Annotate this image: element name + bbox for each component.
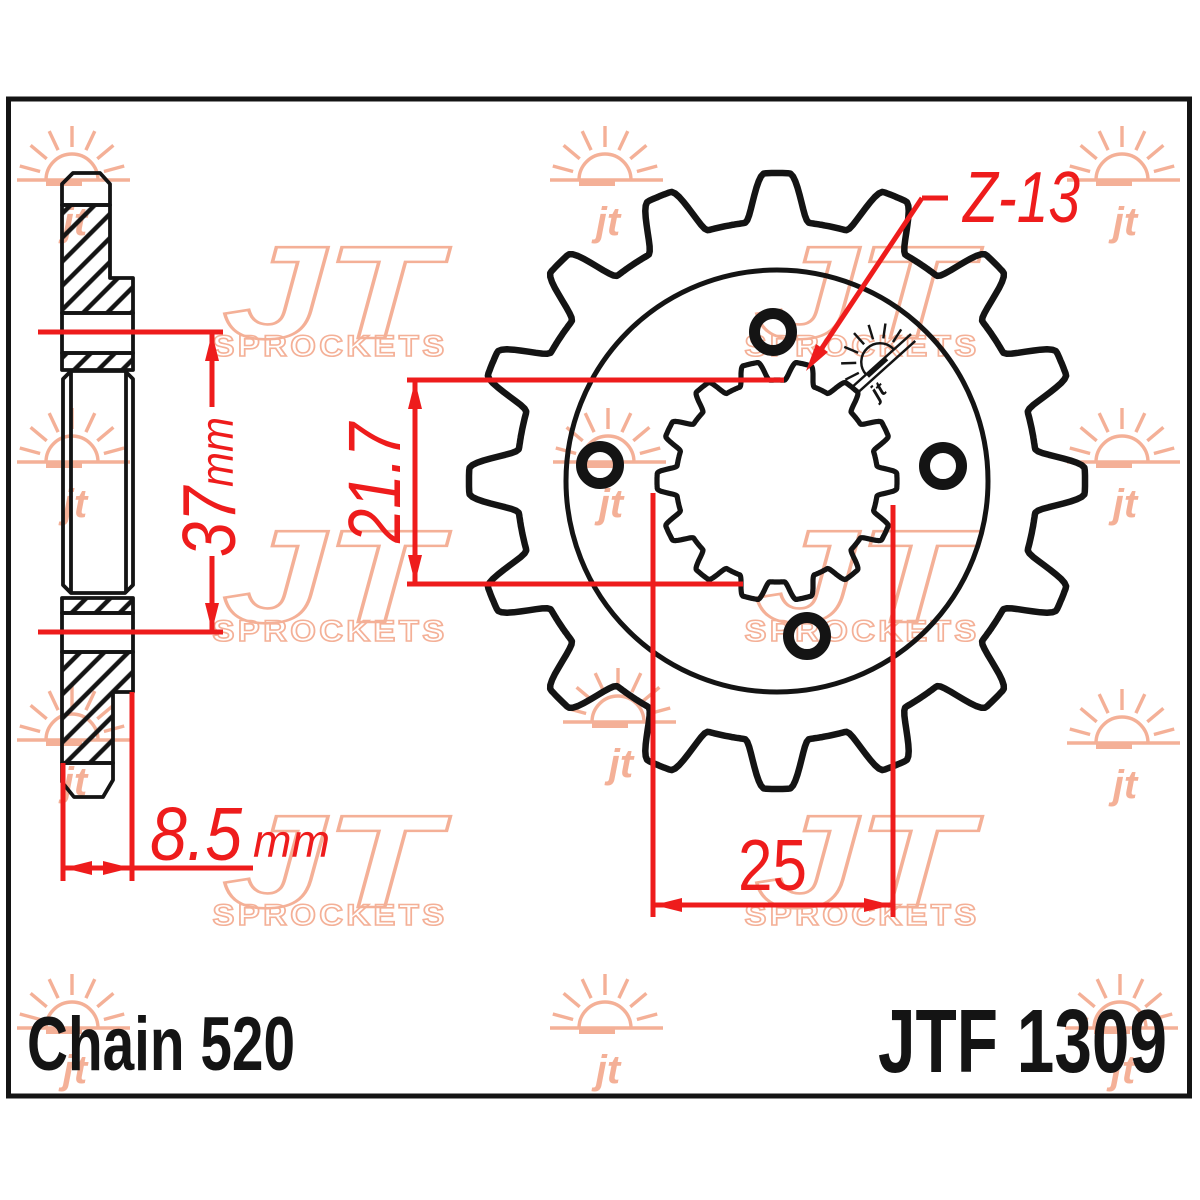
bolt-hole-right bbox=[919, 442, 967, 490]
arrow-right-icon bbox=[103, 861, 131, 875]
watermark-brand-sub: SPROCKETS bbox=[213, 615, 448, 648]
arrow-down-icon bbox=[205, 603, 219, 631]
dim-spline-major-value: 25 bbox=[738, 826, 807, 906]
chain-size-label: Chain 520 bbox=[27, 1002, 295, 1087]
bolt-hole-top bbox=[749, 308, 797, 356]
dim-width-unit: mm bbox=[253, 815, 330, 867]
section-rim-top bbox=[60, 203, 135, 315]
sprocket-teeth-outline bbox=[465, 169, 1089, 793]
watermark-brand-sub: SPROCKETS bbox=[213, 330, 448, 363]
section-hub bbox=[61, 369, 135, 595]
sun-watermark: jt bbox=[548, 124, 665, 244]
sun-watermark: jt bbox=[1065, 687, 1182, 807]
spline-bore-outline bbox=[654, 360, 900, 602]
sprocket-front-view: jt bbox=[465, 169, 1089, 793]
sun-watermark: jt bbox=[551, 406, 668, 526]
dim-height-value: 37 bbox=[167, 484, 251, 557]
cross-section-view bbox=[60, 171, 135, 799]
arrow-left-icon bbox=[654, 898, 682, 912]
sun-watermark-jt: jt bbox=[1108, 763, 1139, 807]
sun-watermark: jt bbox=[1065, 124, 1182, 244]
section-band-top bbox=[60, 351, 135, 372]
arrow-right-icon bbox=[864, 898, 892, 912]
arrow-up-icon bbox=[408, 381, 422, 409]
sun-watermark: jt bbox=[15, 406, 132, 526]
sun-watermark-jt: jt bbox=[58, 1048, 89, 1092]
dimension-height-37mm: 37 mm bbox=[38, 329, 251, 635]
stamped-logo-jt: jt bbox=[862, 376, 891, 406]
part-number-label: JTF 1309 bbox=[878, 992, 1167, 1092]
sun-watermark-jt: jt bbox=[591, 1048, 622, 1092]
sun-watermark: jt bbox=[1063, 972, 1180, 1092]
dim-spline-minor-value: 21.7 bbox=[333, 421, 416, 544]
section-rim-bottom bbox=[60, 650, 135, 765]
watermark-brand-sub: SPROCKETS bbox=[745, 615, 980, 648]
sun-watermark-jt: jt bbox=[1106, 1048, 1137, 1092]
sun-watermark-jt: jt bbox=[591, 200, 622, 244]
section-band-bottom bbox=[60, 596, 135, 615]
dim-width-value: 8.5 bbox=[150, 792, 242, 876]
watermark-brand-sub: SPROCKETS bbox=[213, 899, 448, 932]
sun-watermark-jt: jt bbox=[604, 742, 635, 786]
sun-watermark-jt: jt bbox=[1108, 482, 1139, 526]
arrow-down-icon bbox=[408, 555, 422, 583]
sprocket-face-circle bbox=[563, 267, 991, 695]
arrow-leader-icon bbox=[806, 344, 828, 371]
teeth-count-label: Z-13 bbox=[961, 158, 1080, 238]
arrow-up-icon bbox=[205, 333, 219, 361]
bolt-hole-bottom bbox=[783, 612, 831, 660]
sun-watermark: jt bbox=[561, 666, 678, 786]
watermark-brand: JT bbox=[223, 788, 451, 935]
sun-watermark-jt: jt bbox=[594, 482, 625, 526]
dimension-width-8-5mm: 8.5 mm bbox=[60, 692, 330, 881]
bolt-hole-left bbox=[576, 441, 624, 489]
drawing-frame bbox=[6, 96, 1192, 1099]
dimension-spline-21-7: 21.7 bbox=[333, 377, 784, 587]
dimension-spline-25: 25 bbox=[650, 493, 896, 917]
sun-watermark: jt bbox=[1065, 406, 1182, 526]
teeth-count-callout: Z-13 bbox=[806, 158, 1080, 371]
sun-watermark: jt bbox=[548, 972, 665, 1092]
dim-height-unit: mm bbox=[191, 417, 243, 487]
arrow-left-icon bbox=[64, 861, 92, 875]
watermark-brand: JT bbox=[223, 219, 451, 366]
sun-watermark-jt: jt bbox=[1108, 200, 1139, 244]
sun-watermark: jt bbox=[15, 972, 132, 1092]
watermark-brand: JT bbox=[755, 788, 983, 935]
